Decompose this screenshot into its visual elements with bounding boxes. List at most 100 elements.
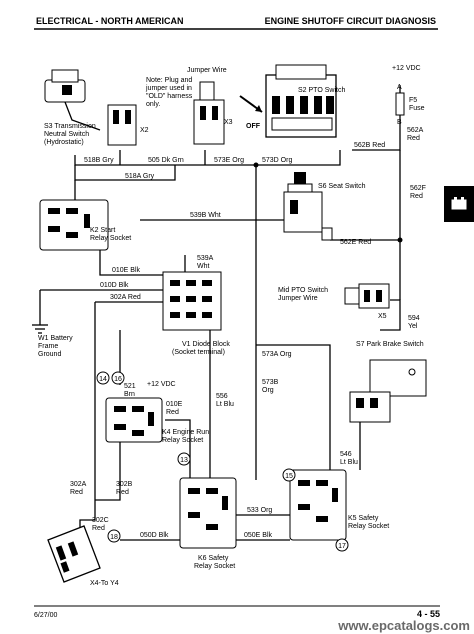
wire-label-302a2-2: Red — [70, 489, 83, 496]
wire-label-539b: 539B Wht — [190, 212, 221, 219]
wire-label-546-1: 546 — [340, 451, 352, 458]
w1-ground-symbol — [32, 324, 48, 334]
fuse-b-label: B — [397, 119, 402, 126]
wire-label-562f-2: Red — [410, 193, 423, 200]
wire-label-562a-2: Red — [407, 135, 420, 142]
wire-label-521-2: Brn — [124, 391, 135, 398]
callout-14: 14 — [96, 371, 110, 385]
w1-label-2: Frame — [38, 343, 58, 350]
x4-label: X4-To Y4 — [90, 580, 119, 587]
s6-label: S6 Seat Switch — [318, 183, 366, 190]
s7-label: S7 Park Brake Switch — [356, 341, 424, 348]
wire-label-050e: 050E Blk — [244, 532, 273, 539]
mid-pto-label-2: Jumper Wire — [278, 295, 318, 302]
wire-label-010d: 010D Blk — [100, 282, 129, 289]
note-1: Note: Plug and — [146, 77, 192, 84]
svg-text:14: 14 — [99, 376, 107, 383]
wire-010e — [99, 250, 165, 276]
footer-watermark: www.epcatalogs.com — [337, 618, 470, 633]
wire-label-573e: 573E Org — [214, 157, 244, 164]
callout-13: 13 — [177, 452, 191, 466]
mid-pto-label-1: Mid PTO Switch — [278, 287, 328, 294]
svg-text:17: 17 — [338, 543, 346, 550]
s3-label-1: S3 Transmission — [44, 123, 96, 130]
wire-518a — [74, 165, 176, 181]
callout-16: 16 — [111, 371, 125, 385]
v1-label-1: V1 Diode Block — [182, 341, 230, 348]
wire-label-562f-1: 562F — [410, 185, 426, 192]
w1-label-3: Ground — [38, 351, 61, 358]
x2-label: X2 — [140, 127, 149, 134]
k2-start-relay-socket — [39, 199, 109, 251]
wire-label-302b-2: Red — [116, 489, 129, 496]
wire-label-594-2: Yel — [408, 323, 418, 330]
fuse-label-1: F5 — [409, 97, 417, 104]
wire-label-302a: 302A Red — [110, 294, 141, 301]
wire-label-539a-1: 539A — [197, 255, 214, 262]
footer-date: 6/27/00 — [34, 612, 57, 619]
x3-label: X3 — [224, 119, 233, 126]
w1-label-1: W1 Battery — [38, 335, 73, 342]
note-4: only. — [146, 101, 160, 108]
wire-label-505: 505 Dk Grn — [148, 157, 184, 164]
wire-594 — [380, 299, 401, 331]
k4-label-1: K4 Engine Run — [162, 429, 209, 436]
svg-text:15: 15 — [285, 473, 293, 480]
wire-label-010e2-2: Red — [166, 409, 179, 416]
jumper-label: Jumper Wire — [187, 67, 227, 74]
wire-label-594-1: 594 — [408, 315, 420, 322]
callout-17: 17 — [335, 538, 349, 552]
wire-label-050d: 050D Blk — [140, 532, 169, 539]
wire-label-573b-2: Org — [262, 387, 274, 394]
s7-park-brake-switch — [349, 359, 427, 423]
header-left: ELECTRICAL - NORTH AMERICAN — [36, 16, 184, 26]
x4-connector — [47, 525, 101, 583]
wire-label-562b: 562B Red — [354, 142, 385, 149]
wire-label-573b-1: 573B — [262, 379, 279, 386]
wire-label-518a: 518A Gry — [125, 173, 155, 180]
wire-573a — [256, 344, 331, 470]
wire-label-302c-1: 302C — [92, 517, 109, 524]
wire-label-518b: 518B Gry — [84, 157, 114, 164]
k4-label-2: Relay Socket — [162, 437, 203, 444]
wire-label-556-2: Lt Blu — [216, 401, 234, 408]
fuse-label-2: Fuse — [409, 105, 425, 112]
wire-label-573a: 573A Org — [262, 351, 292, 358]
wire-573d — [256, 150, 341, 166]
x2-connector — [107, 104, 137, 146]
s6-seat-switch — [283, 172, 333, 241]
svg-text:16: 16 — [114, 376, 122, 383]
wire-302b — [95, 440, 121, 501]
x3-connector — [193, 81, 225, 145]
s3-label-2: Neutral Switch — [44, 131, 89, 138]
s3-label-3: (Hydrostatic) — [44, 139, 84, 146]
mid-pto-jumper-plug — [344, 283, 390, 309]
k6-label-2: Relay Socket — [194, 563, 235, 570]
wire-label-302b-1: 302B — [116, 481, 133, 488]
k5-safety-relay-socket — [289, 469, 347, 541]
wire-label-539a-2: Wht — [197, 263, 210, 270]
wire-label-302a2-1: 302A — [70, 481, 87, 488]
note-2: jumper used in — [145, 85, 192, 92]
k5-label-2: Relay Socket — [348, 523, 389, 530]
k4-engine-run-relay-socket — [105, 397, 163, 443]
s2-pto-switch — [265, 64, 337, 138]
k6-label-1: K6 Safety — [198, 555, 229, 562]
junction-562 — [397, 237, 403, 243]
k2-label-1: K2 Start — [90, 227, 115, 234]
f5-fuse — [395, 92, 405, 116]
wire-label-521-1: 521 — [124, 383, 136, 390]
k6-safety-relay-socket — [179, 477, 237, 549]
v1-label-2: (Socket terminal) — [172, 349, 225, 356]
k2-label-2: Relay Socket — [90, 235, 131, 242]
svg-text:13: 13 — [180, 457, 188, 464]
callout-18: 18 — [107, 529, 121, 543]
note-3: "OLD" harness — [146, 93, 193, 100]
fuse-a-label: A — [397, 84, 402, 91]
vdc-top-label: +12 VDC — [392, 65, 421, 72]
wire-label-546-2: Lt Blu — [340, 459, 358, 466]
s2-label: S2 PTO Switch — [298, 87, 345, 94]
vdc-k4-label: +12 VDC — [147, 381, 176, 388]
